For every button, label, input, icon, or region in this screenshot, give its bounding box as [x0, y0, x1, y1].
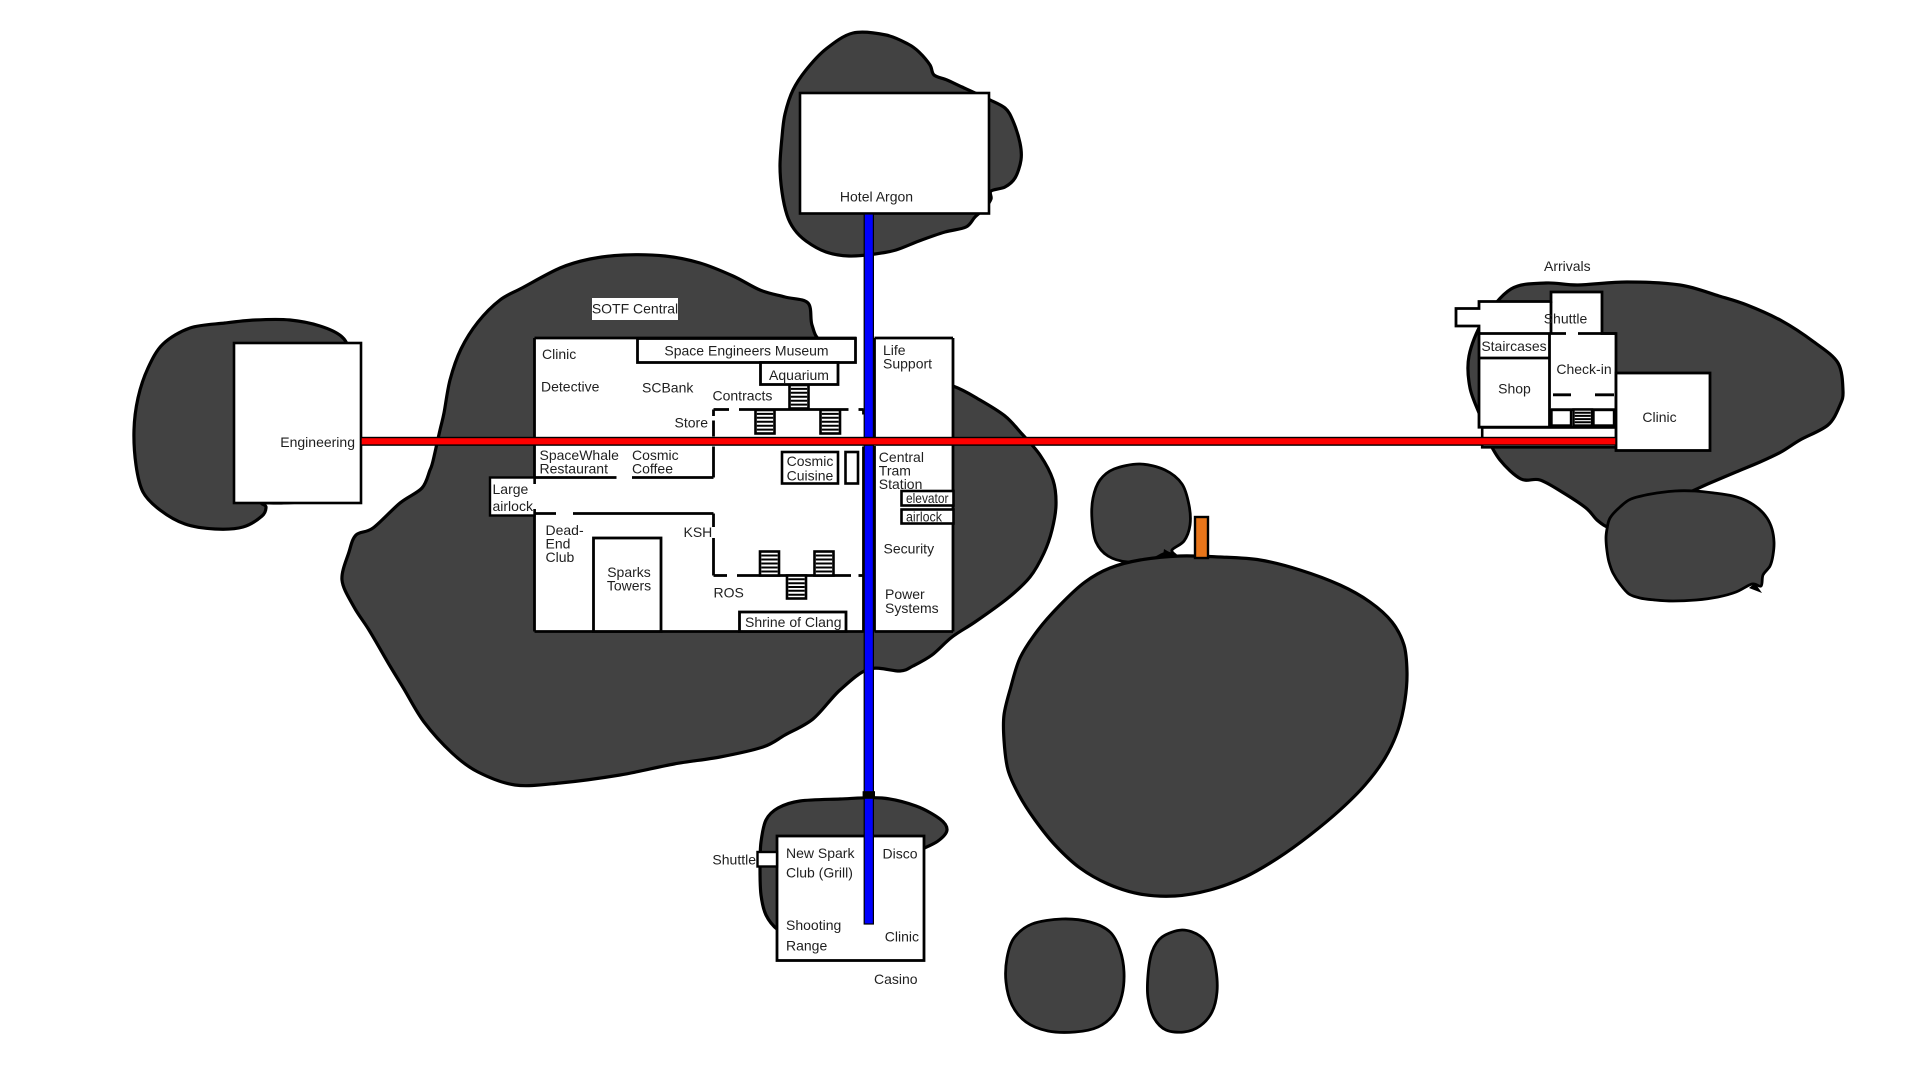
svg-text:Staircases: Staircases	[1481, 338, 1546, 354]
svg-text:Tram: Tram	[879, 463, 911, 479]
svg-text:Clinic: Clinic	[885, 929, 919, 945]
svg-text:Power: Power	[885, 586, 925, 602]
svg-text:Towers: Towers	[607, 578, 651, 594]
svg-text:Shrine of Clang: Shrine of Clang	[745, 614, 842, 630]
svg-text:airlock: airlock	[906, 509, 943, 525]
svg-text:Detective: Detective	[541, 379, 600, 395]
svg-text:Coffee: Coffee	[632, 461, 673, 477]
svg-text:Engineering: Engineering	[280, 434, 355, 450]
svg-text:Range: Range	[786, 938, 827, 954]
svg-text:Shuttle: Shuttle	[712, 851, 756, 867]
svg-text:Casino: Casino	[874, 971, 918, 987]
svg-text:Contracts: Contracts	[713, 388, 773, 404]
svg-text:SOTF Central: SOTF Central	[592, 301, 678, 317]
svg-text:Restaurant: Restaurant	[540, 461, 609, 477]
svg-text:Aquarium: Aquarium	[769, 367, 829, 383]
svg-text:SCBank: SCBank	[642, 380, 694, 396]
svg-text:Support: Support	[883, 355, 932, 371]
svg-text:Disco: Disco	[883, 846, 918, 862]
svg-text:Space Engineers Museum: Space Engineers Museum	[664, 343, 828, 359]
svg-text:Club: Club	[546, 549, 575, 565]
svg-text:Station: Station	[879, 476, 923, 492]
svg-text:Shooting: Shooting	[786, 917, 841, 933]
svg-text:Systems: Systems	[885, 600, 939, 616]
svg-text:Clinic: Clinic	[542, 346, 576, 362]
svg-text:Cosmic: Cosmic	[787, 453, 834, 469]
svg-text:Dead-: Dead-	[546, 522, 584, 538]
svg-text:End: End	[546, 536, 571, 552]
svg-text:Cuisine: Cuisine	[787, 468, 834, 484]
svg-text:airlock: airlock	[493, 498, 534, 514]
svg-text:Life: Life	[883, 342, 906, 358]
svg-text:Central: Central	[879, 449, 924, 465]
svg-text:Sparks: Sparks	[607, 564, 651, 580]
svg-text:New Spark: New Spark	[786, 845, 855, 861]
svg-text:Hotel Argon: Hotel Argon	[840, 189, 913, 205]
svg-text:KSH: KSH	[684, 524, 713, 540]
svg-text:Shop: Shop	[1498, 381, 1531, 397]
svg-text:Clinic: Clinic	[1642, 409, 1676, 425]
svg-text:Store: Store	[675, 414, 709, 430]
svg-text:ROS: ROS	[714, 585, 744, 601]
svg-text:Club (Grill): Club (Grill)	[786, 865, 853, 881]
svg-text:Cosmic: Cosmic	[632, 447, 679, 463]
svg-text:elevator: elevator	[906, 490, 949, 506]
svg-text:Check-in: Check-in	[1556, 361, 1611, 377]
svg-text:Security: Security	[884, 540, 935, 556]
svg-text:SpaceWhale: SpaceWhale	[540, 447, 620, 463]
svg-text:Arrivals: Arrivals	[1544, 258, 1591, 274]
svg-text:Large: Large	[493, 481, 529, 497]
svg-text:Shuttle: Shuttle	[1544, 311, 1588, 327]
